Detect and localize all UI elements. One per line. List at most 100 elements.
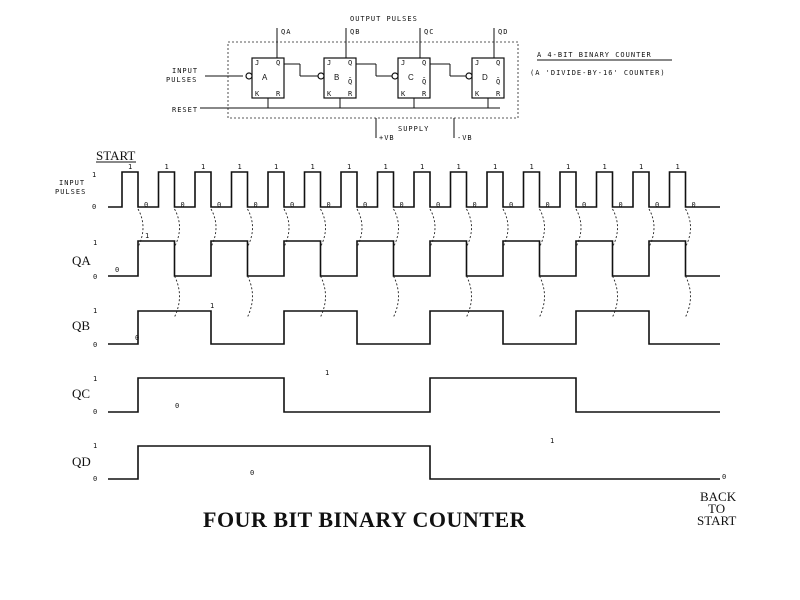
svg-text:R: R bbox=[422, 90, 427, 98]
output-taps: QA QB QC QD bbox=[276, 28, 508, 64]
diagram-title: FOUR BIT BINARY COUNTER bbox=[203, 507, 527, 532]
waveform-input-pulses bbox=[108, 171, 720, 208]
circuit-boundary bbox=[227, 41, 519, 119]
flipflop-d: D J K Q Q̄ R bbox=[465, 57, 505, 99]
level-zero-label: 0 bbox=[327, 201, 332, 209]
output-qd-label: QD bbox=[498, 28, 508, 36]
level-zero-label: 0 bbox=[692, 201, 697, 209]
trigger-arrow bbox=[539, 208, 545, 248]
back-label: BACK bbox=[700, 489, 737, 504]
trigger-arrow bbox=[210, 208, 217, 248]
svg-text:Q: Q bbox=[422, 59, 427, 67]
svg-text:0: 0 bbox=[93, 273, 98, 281]
level-one-label: 1 bbox=[603, 163, 608, 171]
flipflop-b: B J K Q Q̄ R bbox=[317, 57, 357, 99]
level-zero-label: 0 bbox=[254, 201, 259, 209]
level-one-label: 1 bbox=[210, 302, 215, 310]
flipflop-a: A J K Q R bbox=[245, 57, 285, 99]
svg-text:Q̄: Q̄ bbox=[422, 77, 427, 86]
level-one-label: 1 bbox=[325, 369, 330, 377]
level-one-label: 1 bbox=[238, 163, 243, 171]
trigger-arrow bbox=[137, 208, 144, 248]
svg-text:J: J bbox=[255, 59, 260, 67]
level-zero-label: 0 bbox=[655, 201, 660, 209]
circuit-caption-1: A 4-BIT BINARY COUNTER bbox=[537, 51, 652, 59]
svg-text:R: R bbox=[496, 90, 501, 98]
svg-text:Q̄: Q̄ bbox=[496, 77, 501, 86]
svg-text:0: 0 bbox=[93, 341, 98, 349]
svg-text:1: 1 bbox=[93, 442, 98, 450]
level-one-label: 1 bbox=[347, 163, 352, 171]
start-end-label: START bbox=[697, 513, 736, 528]
waveform-qc bbox=[108, 377, 720, 413]
trigger-arrow bbox=[612, 275, 618, 318]
row-qc-label: QC bbox=[72, 386, 90, 401]
trigger-arrow bbox=[685, 208, 691, 248]
svg-text:Q: Q bbox=[348, 59, 353, 67]
svg-text:R: R bbox=[348, 90, 353, 98]
svg-text:1: 1 bbox=[93, 307, 98, 315]
trigger-arrow bbox=[466, 208, 472, 248]
svg-text:Q: Q bbox=[276, 59, 281, 67]
svg-text:1: 1 bbox=[92, 171, 97, 179]
row-qd-label: QD bbox=[72, 454, 91, 469]
level-one-label: 1 bbox=[493, 163, 498, 171]
level-zero-label: 0 bbox=[144, 201, 149, 209]
svg-text:0: 0 bbox=[93, 475, 98, 483]
level-zero-label: 0 bbox=[135, 334, 140, 342]
flipflop-b-label: B bbox=[334, 73, 339, 82]
svg-text:K: K bbox=[255, 90, 260, 98]
svg-text:0: 0 bbox=[92, 203, 97, 211]
to-label: TO bbox=[708, 501, 725, 516]
level-zero-label: 0 bbox=[181, 201, 186, 209]
svg-text:K: K bbox=[475, 90, 480, 98]
trigger-arrow bbox=[612, 208, 618, 248]
level-one-label: 1 bbox=[420, 163, 425, 171]
vplus-label: +VB bbox=[379, 134, 395, 142]
svg-text:Q: Q bbox=[496, 59, 501, 67]
vminus-label: -VB bbox=[457, 134, 473, 142]
trigger-arrow bbox=[648, 208, 655, 248]
level-zero-label: 0 bbox=[546, 201, 551, 209]
flipflop-c-label: C bbox=[408, 73, 414, 82]
counter-circuit: OUTPUT PULSES QA QB QC QD INPUT PULSES A… bbox=[166, 15, 672, 142]
level-zero-label: 0 bbox=[473, 201, 478, 209]
level-zero-label: 0 bbox=[290, 201, 295, 209]
level-zero-label: 0 bbox=[722, 473, 727, 481]
flipflop-c: C J K Q Q̄ R bbox=[391, 57, 431, 99]
trigger-arrow bbox=[393, 275, 399, 318]
trigger-arrow bbox=[283, 208, 290, 248]
level-one-label: 1 bbox=[311, 163, 316, 171]
level-labels: 1010101010101010101010101010101001010101… bbox=[115, 163, 727, 481]
trigger-arrow bbox=[393, 208, 399, 248]
circuit-caption-2: (A 'DIVIDE-BY-16' COUNTER) bbox=[530, 69, 666, 77]
svg-text:J: J bbox=[475, 59, 480, 67]
trigger-arrow bbox=[356, 208, 363, 248]
level-one-label: 1 bbox=[145, 232, 150, 240]
waveform-qb bbox=[108, 310, 720, 345]
trigger-arrow bbox=[247, 275, 253, 318]
svg-text:0: 0 bbox=[93, 408, 98, 416]
trigger-arrow bbox=[320, 275, 326, 318]
level-zero-label: 0 bbox=[217, 201, 222, 209]
trigger-arrow bbox=[539, 275, 545, 318]
trigger-arrow bbox=[174, 275, 180, 318]
level-zero-label: 0 bbox=[582, 201, 587, 209]
level-one-label: 1 bbox=[457, 163, 462, 171]
level-one-label: 1 bbox=[128, 163, 133, 171]
row-qb-label: QB bbox=[72, 318, 90, 333]
svg-text:K: K bbox=[327, 90, 332, 98]
trigger-arrow bbox=[575, 208, 582, 248]
level-one-label: 1 bbox=[550, 437, 555, 445]
level-zero-label: 0 bbox=[363, 201, 368, 209]
level-one-label: 1 bbox=[530, 163, 535, 171]
row-pulses-label: PULSES bbox=[55, 188, 86, 196]
trigger-arrow bbox=[429, 208, 436, 248]
level-zero-label: 0 bbox=[115, 266, 120, 274]
output-pulses-label: OUTPUT PULSES bbox=[350, 15, 418, 23]
svg-text:J: J bbox=[401, 59, 406, 67]
level-one-label: 1 bbox=[274, 163, 279, 171]
level-zero-label: 0 bbox=[436, 201, 441, 209]
trigger-arrow bbox=[174, 208, 180, 248]
